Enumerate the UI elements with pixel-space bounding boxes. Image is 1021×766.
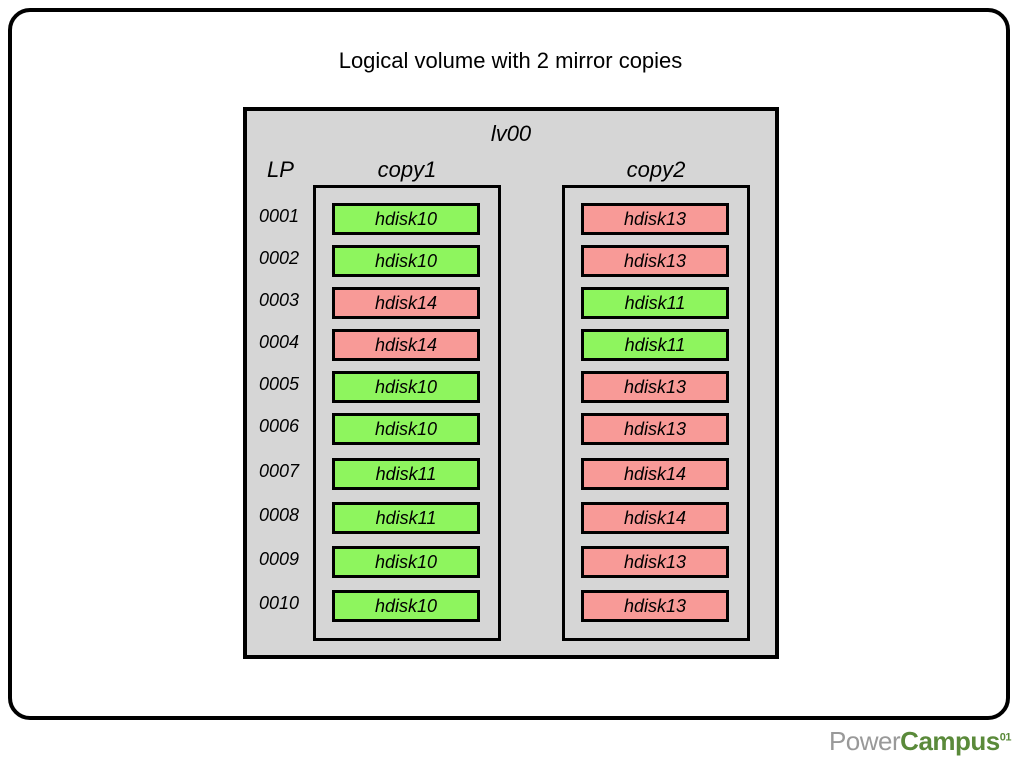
copy1-box [313, 185, 501, 641]
logo-sup: 01 [999, 731, 1012, 744]
copy2-pp: hdisk11 [581, 329, 729, 361]
copy1-pp: hdisk11 [332, 502, 480, 534]
powercampus-logo: PowerCampus01 [828, 726, 1012, 757]
copy1-pp: hdisk14 [332, 329, 480, 361]
copy2-pp: hdisk14 [581, 458, 729, 490]
copy2-pp: hdisk13 [581, 546, 729, 578]
copy1-pp: hdisk10 [332, 590, 480, 622]
copy2-pp: hdisk13 [581, 203, 729, 235]
lp-number: 0001 [259, 206, 300, 226]
copy2-box [562, 185, 750, 641]
lp-number: 0010 [259, 593, 300, 613]
lp-number: 0006 [259, 416, 300, 436]
copy2-header: copy2 [626, 157, 686, 182]
logo-part1: Power [828, 726, 901, 756]
copy1-pp: hdisk10 [332, 203, 480, 235]
copy2-pp: hdisk14 [581, 502, 729, 534]
diagram-title: Logical volume with 2 mirror copies [338, 48, 683, 73]
copy2-pp: hdisk13 [581, 590, 729, 622]
copy2-pp: hdisk11 [581, 287, 729, 319]
copy1-pp: hdisk10 [332, 413, 480, 445]
logical-volume-panel: lv00 LP copy1 copy2 0001 hdisk10 hdisk13 00… [243, 107, 779, 659]
lp-number: 0009 [259, 549, 300, 569]
lp-number: 0003 [259, 290, 300, 310]
copy1-pp: hdisk11 [332, 458, 480, 490]
copy1-pp: hdisk14 [332, 287, 480, 319]
lv-name: lv00 [490, 121, 532, 146]
copy2-pp: hdisk13 [581, 245, 729, 277]
logo-part2: Campus [900, 726, 1000, 756]
copy1-pp: hdisk10 [332, 546, 480, 578]
copy2-pp: hdisk13 [581, 371, 729, 403]
copy1-pp: hdisk10 [332, 245, 480, 277]
lp-number: 0005 [259, 374, 300, 394]
lp-number: 0004 [259, 332, 300, 352]
copy1-header: copy1 [377, 157, 437, 182]
lp-number: 0002 [259, 248, 300, 268]
copy2-pp: hdisk13 [581, 413, 729, 445]
lp-header: LP [267, 157, 294, 182]
lp-number: 0007 [259, 461, 300, 481]
lp-number: 0008 [259, 505, 300, 525]
copy1-pp: hdisk10 [332, 371, 480, 403]
